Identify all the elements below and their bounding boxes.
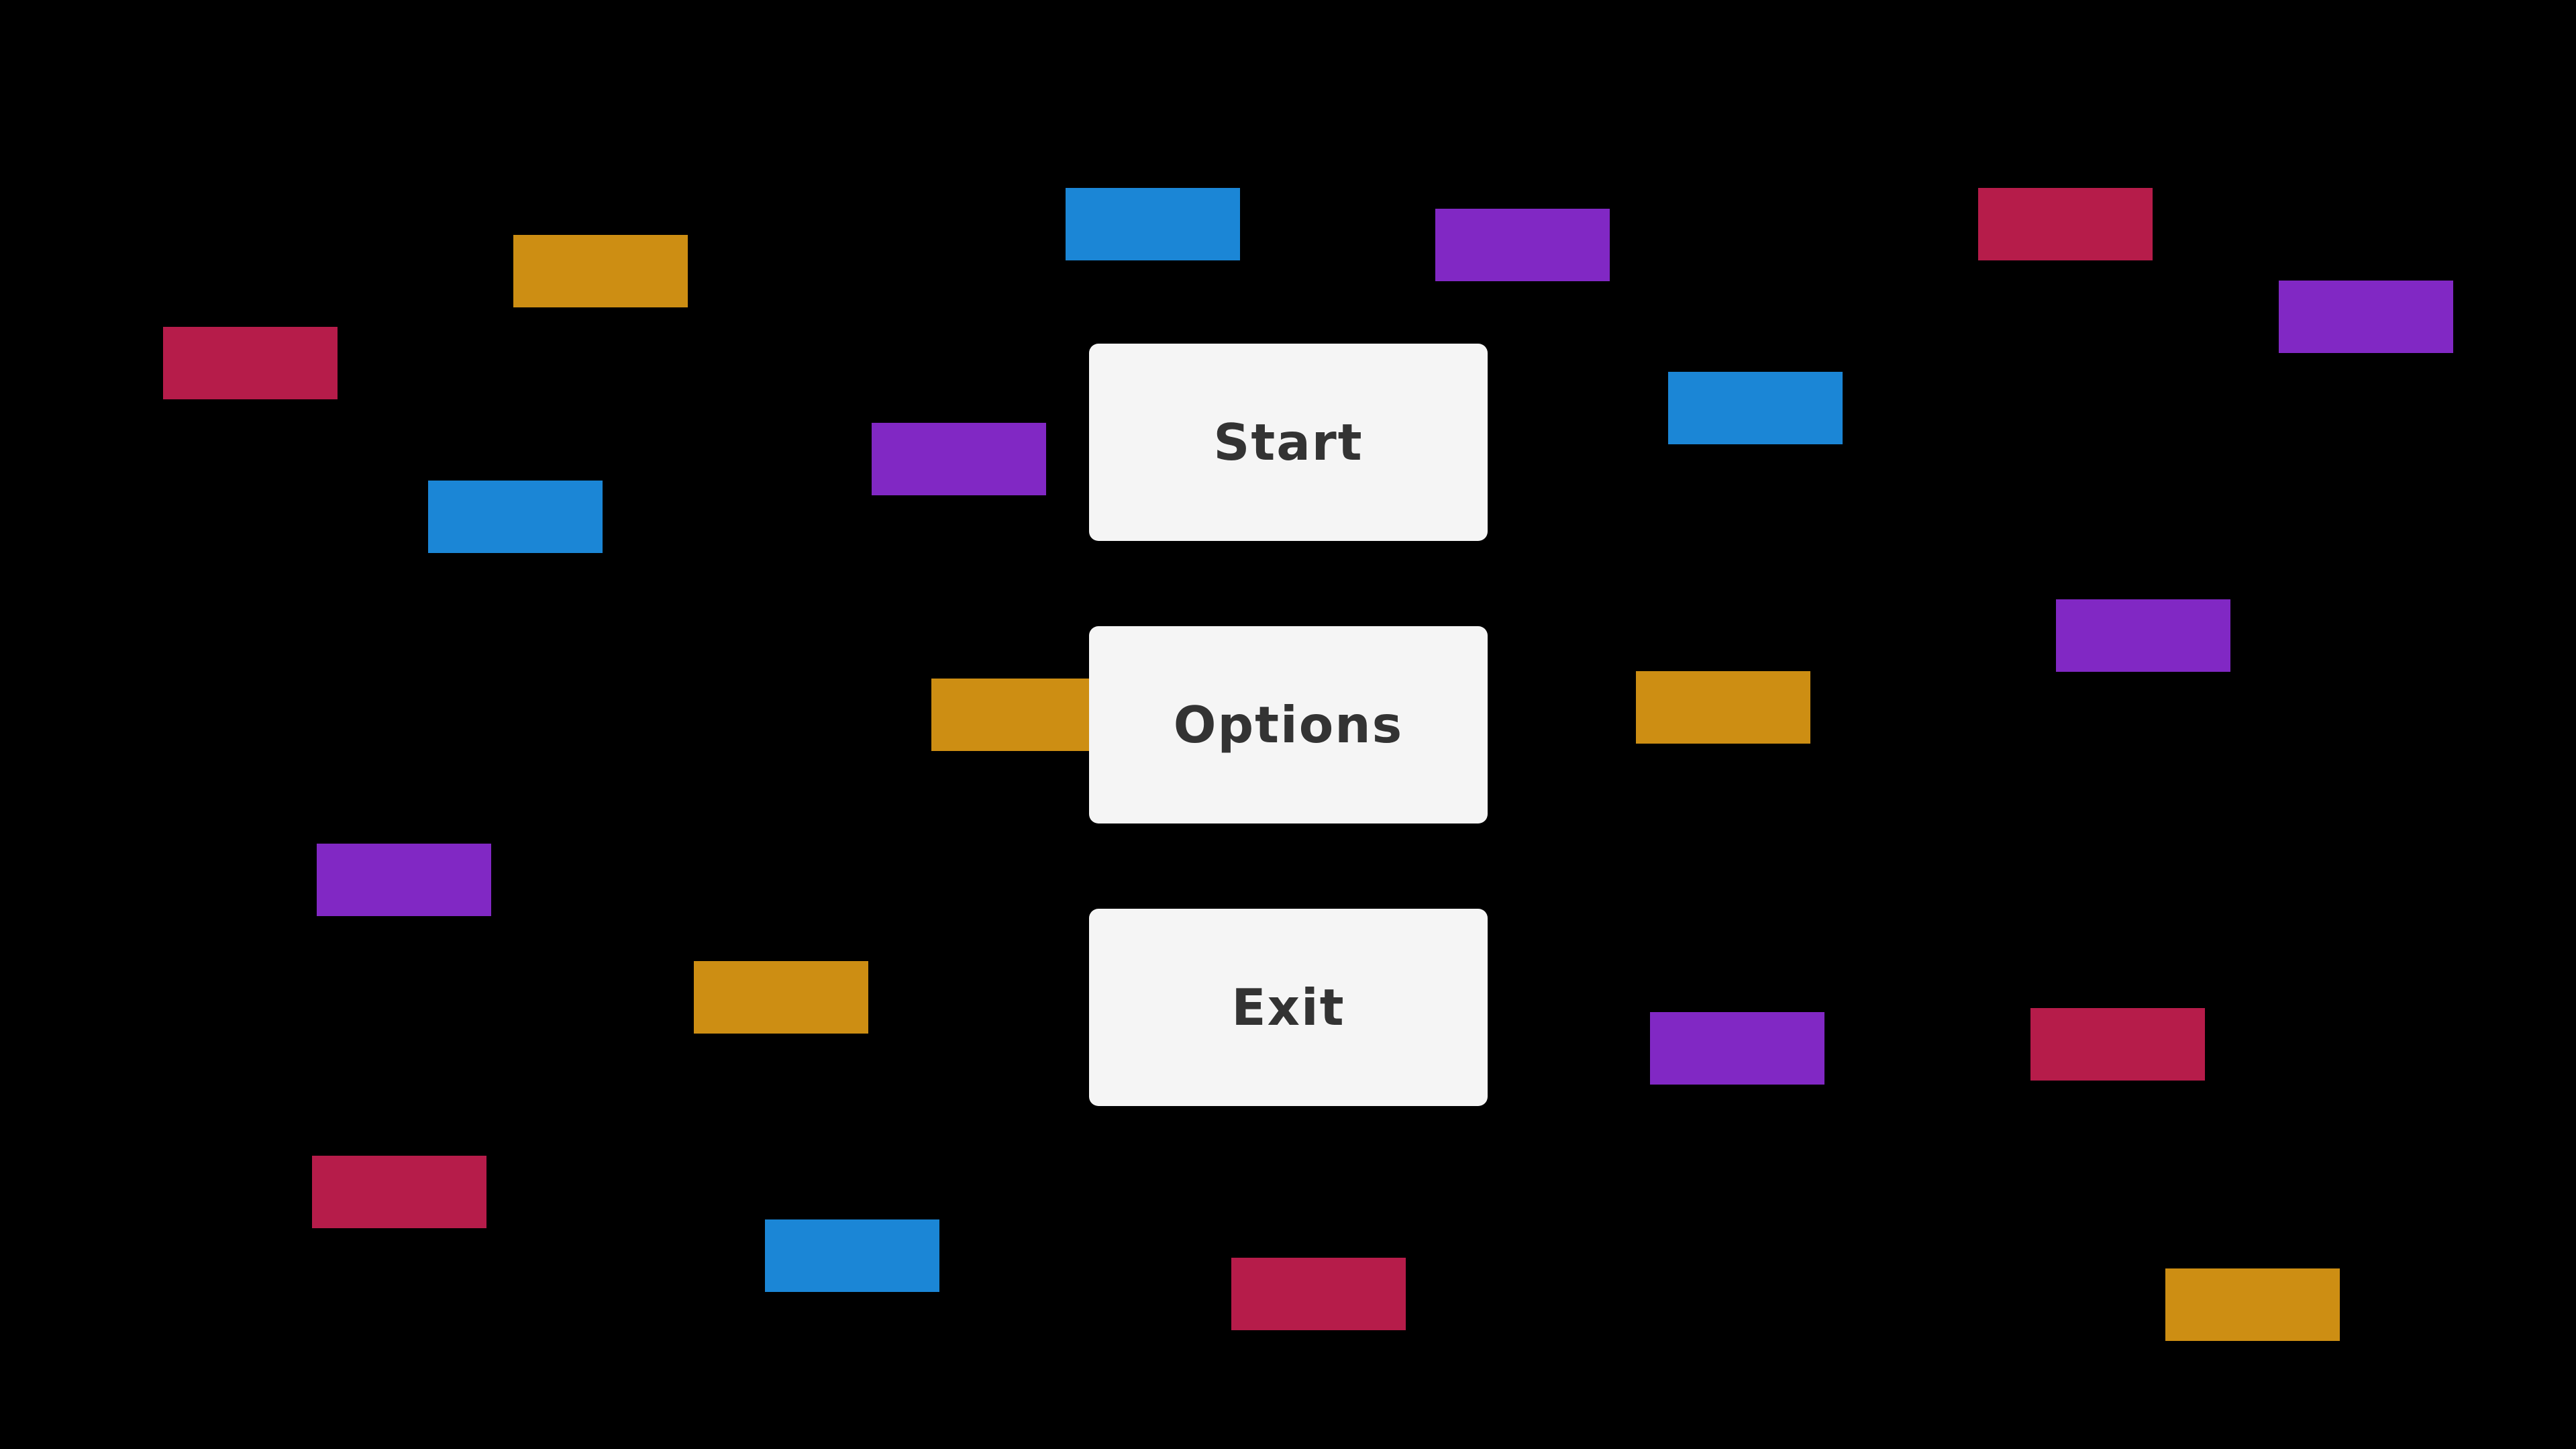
decor-rect-purple xyxy=(1435,209,1610,281)
decor-rect-orange xyxy=(931,679,1106,751)
decor-rect-crimson xyxy=(1978,188,2153,260)
decor-rect-crimson xyxy=(163,327,338,399)
main-menu: Start Options Exit xyxy=(1089,344,1488,1106)
decor-rect-orange xyxy=(513,235,688,307)
start-button[interactable]: Start xyxy=(1089,344,1488,541)
decor-rect-crimson xyxy=(2030,1008,2205,1081)
decor-rect-orange xyxy=(2165,1268,2340,1341)
decor-rect-blue xyxy=(428,481,603,553)
decor-rect-purple xyxy=(2056,599,2230,672)
decor-rect-purple xyxy=(317,844,491,916)
decor-rect-blue xyxy=(1066,188,1240,260)
decor-rect-orange xyxy=(694,961,868,1034)
decor-rect-blue xyxy=(765,1219,939,1292)
decor-rect-purple xyxy=(1650,1012,1824,1085)
decor-rect-purple xyxy=(2279,281,2453,353)
decor-rect-crimson xyxy=(1231,1258,1406,1330)
exit-button[interactable]: Exit xyxy=(1089,909,1488,1106)
decor-rect-crimson xyxy=(312,1156,486,1228)
decor-rect-orange xyxy=(1636,671,1810,744)
decor-rect-blue xyxy=(1668,372,1843,444)
decor-rect-purple xyxy=(872,423,1046,495)
options-button[interactable]: Options xyxy=(1089,626,1488,823)
